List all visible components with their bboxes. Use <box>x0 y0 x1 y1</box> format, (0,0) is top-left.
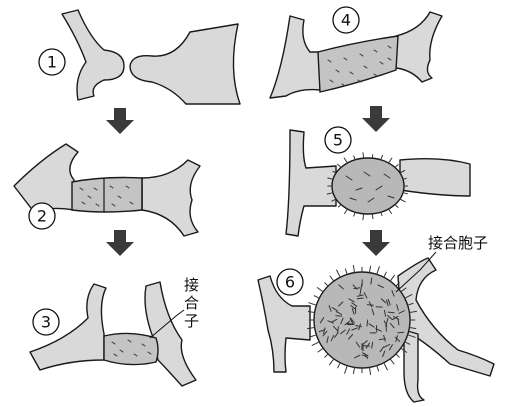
hypha-left-4 <box>270 16 320 98</box>
arrow-down-icon <box>106 108 134 134</box>
hypha-right-1 <box>130 24 240 104</box>
panel-4: 4 <box>270 7 442 98</box>
panel-5: 5 <box>286 127 470 236</box>
hypha-right-2 <box>142 160 200 236</box>
step-number-6: 6 <box>285 273 295 292</box>
panel-1: 1 <box>39 10 240 104</box>
step-number-5: 5 <box>333 131 343 150</box>
arrow-down-icon <box>362 230 390 256</box>
hypha-left-1 <box>62 10 124 100</box>
step-number-4: 4 <box>341 11 351 30</box>
gametangia-2 <box>72 178 142 213</box>
panel-6: 接合胞子 6 <box>258 234 494 402</box>
hypha-left-2 <box>14 144 78 212</box>
step-number-2: 2 <box>37 207 47 226</box>
arrow-down-icon <box>106 230 134 256</box>
hypha-right-5 <box>400 159 470 196</box>
arrow-down-icon <box>362 106 390 132</box>
zygote-label-char-3: 子 <box>184 312 199 330</box>
zygote-4 <box>318 36 398 92</box>
zygote-3 <box>104 333 158 364</box>
zygospore-young-5 <box>332 158 404 214</box>
panel-3: 接 合 子 3 <box>30 276 199 386</box>
panel-2: 2 <box>14 144 200 236</box>
zygote-label-char-2: 合 <box>184 294 199 312</box>
step-number-3: 3 <box>41 313 51 332</box>
zygote-label-char-1: 接 <box>184 276 199 294</box>
step-number-1: 1 <box>47 53 57 72</box>
hypha-right-4 <box>396 12 442 82</box>
zygospore-label: 接合胞子 <box>428 234 488 252</box>
